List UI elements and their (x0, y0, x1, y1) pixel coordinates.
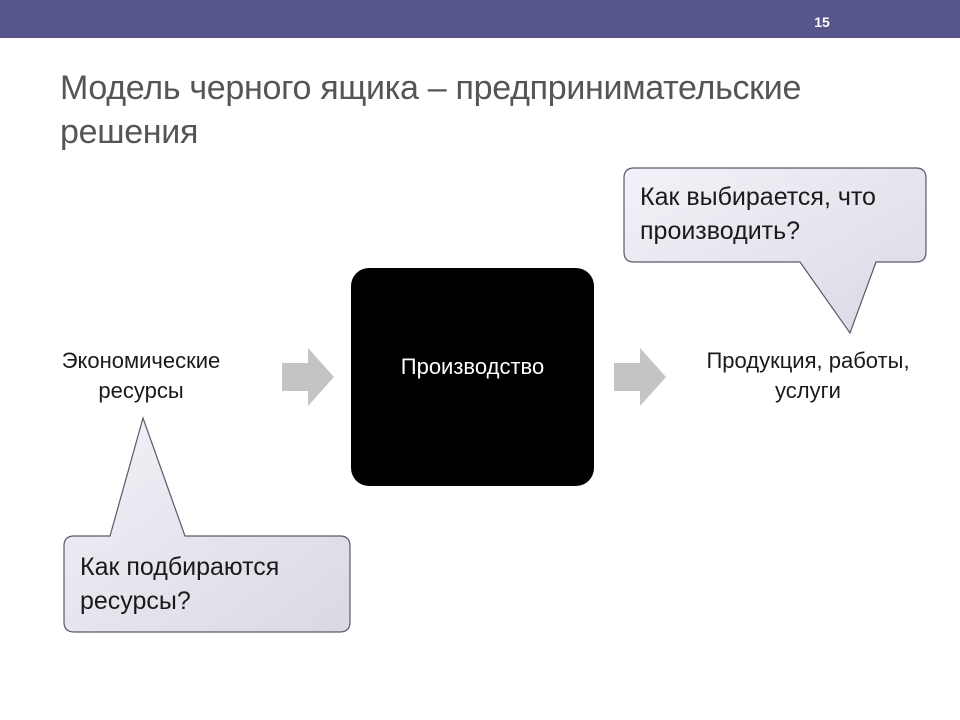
top-bar (0, 0, 960, 38)
input-label: Экономические ресурсы (61, 348, 221, 403)
slide-title: Модель черного ящика – предпринимательск… (60, 69, 802, 151)
slide-number: 15 (814, 14, 830, 30)
callout-input-bubble (63, 416, 351, 633)
production-label: Производство (400, 354, 545, 379)
production-box: Производство (351, 268, 594, 486)
arrow-right-icon (282, 348, 334, 406)
output-label: Продукция, работы, услуги (706, 348, 910, 403)
arrow-right-icon (614, 348, 666, 406)
callout-output-text: Как выбирается, что производить? (640, 183, 876, 245)
callout-output-bubble (623, 167, 927, 335)
callout-input-text: Как подбираются ресурсы? (80, 553, 280, 615)
